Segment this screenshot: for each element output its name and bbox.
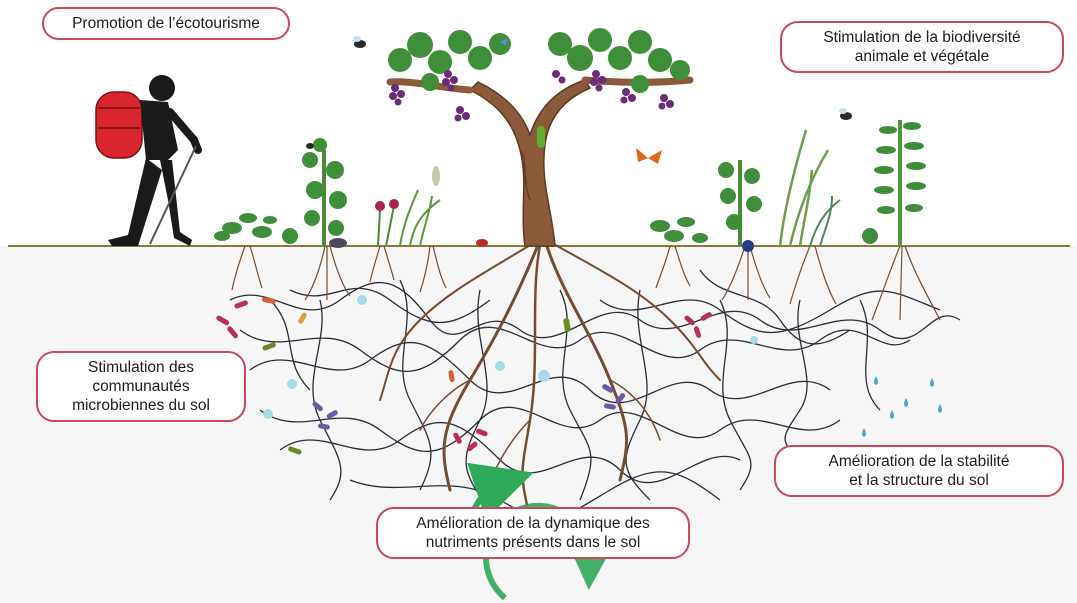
bee-icon xyxy=(353,36,366,48)
label-ecotourism-text: Promotion de l’écotourisme xyxy=(72,15,260,32)
spore-icon xyxy=(750,336,758,344)
spore-icon xyxy=(263,409,273,419)
grapevine-icon xyxy=(388,28,690,246)
left-plants xyxy=(214,138,440,246)
hiker-icon xyxy=(96,75,198,246)
beetle-icon xyxy=(476,239,488,247)
label-soil-structure-line1: Amélioration de la stabilité xyxy=(790,452,1048,471)
butterfly-icon xyxy=(636,148,662,164)
caterpillar-icon xyxy=(537,126,545,148)
label-soil-structure: Amélioration de la stabilité et la struc… xyxy=(774,445,1064,497)
spore-icon xyxy=(287,379,297,389)
label-nutrients-line1: Amélioration de la dynamique des xyxy=(392,514,674,533)
spore-icon xyxy=(538,370,550,382)
label-nutrients: Amélioration de la dynamique des nutrime… xyxy=(376,507,690,559)
label-biodiversity-line1: Stimulation de la biodiversité xyxy=(796,28,1048,47)
beetle-icon xyxy=(742,240,754,252)
label-microbes-line1: Stimulation des xyxy=(52,358,230,377)
label-soil-structure-line2: et la structure du sol xyxy=(790,471,1048,490)
spore-icon xyxy=(495,361,505,371)
bee-icon xyxy=(839,108,852,120)
label-biodiversity-line2: animale et végétale xyxy=(796,47,1048,66)
label-microbes: Stimulation des communautés microbiennes… xyxy=(36,351,246,422)
right-plants xyxy=(650,120,926,252)
mouse-icon xyxy=(329,238,347,248)
bee-icon xyxy=(306,143,314,149)
label-biodiversity: Stimulation de la biodiversité animale e… xyxy=(780,21,1064,73)
label-ecotourism: Promotion de l’écotourisme xyxy=(42,7,290,40)
spore-icon xyxy=(357,295,367,305)
label-nutrients-line2: nutriments présents dans le sol xyxy=(392,533,674,552)
label-microbes-line2: communautés xyxy=(52,377,230,396)
label-microbes-line3: microbiennes du sol xyxy=(52,396,230,415)
